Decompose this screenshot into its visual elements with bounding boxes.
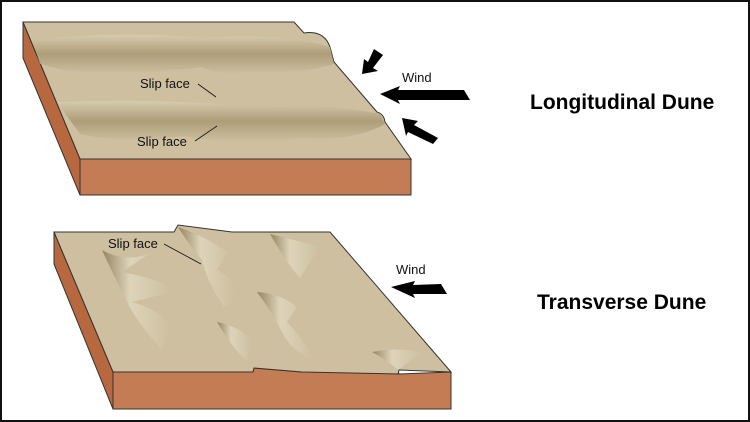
transverse-ridge-2 <box>178 227 235 307</box>
slip-face-leader-1 <box>197 83 217 98</box>
transverse-dune-block <box>53 224 453 410</box>
slip-face-label-transverse: Slip face <box>108 236 158 251</box>
transverse-ridge-1 <box>102 250 172 350</box>
dune-ridge-2 <box>57 100 385 142</box>
wind-label-longitudinal: Wind <box>402 70 432 85</box>
arrow-up-left-icon <box>402 118 438 144</box>
slip-face-leader-2 <box>194 125 218 142</box>
transverse-ridge-6 <box>372 349 422 370</box>
arrow-down-left-icon <box>362 49 383 74</box>
transverse-ridge-5 <box>217 322 252 362</box>
longitudinal-dune-block <box>22 21 412 196</box>
arrow-left-icon <box>391 281 447 298</box>
transverse-ridge-3 <box>270 234 320 278</box>
wind-arrows-longitudinal <box>362 49 470 144</box>
block-front-side <box>79 158 412 196</box>
dune-ridge-1 <box>32 34 334 74</box>
slip-face-leader-transverse <box>163 243 202 265</box>
wind-label-transverse: Wind <box>396 262 426 277</box>
slip-face-label-2: Slip face <box>137 134 187 149</box>
transverse-dune-title: Transverse Dune <box>537 291 706 314</box>
arrow-left-icon <box>380 86 470 104</box>
slip-face-label-1: Slip face <box>140 76 190 91</box>
longitudinal-dune-title: Longitudinal Dune <box>530 91 714 114</box>
transverse-ridge-4 <box>257 292 314 360</box>
block-front-side <box>112 367 452 410</box>
